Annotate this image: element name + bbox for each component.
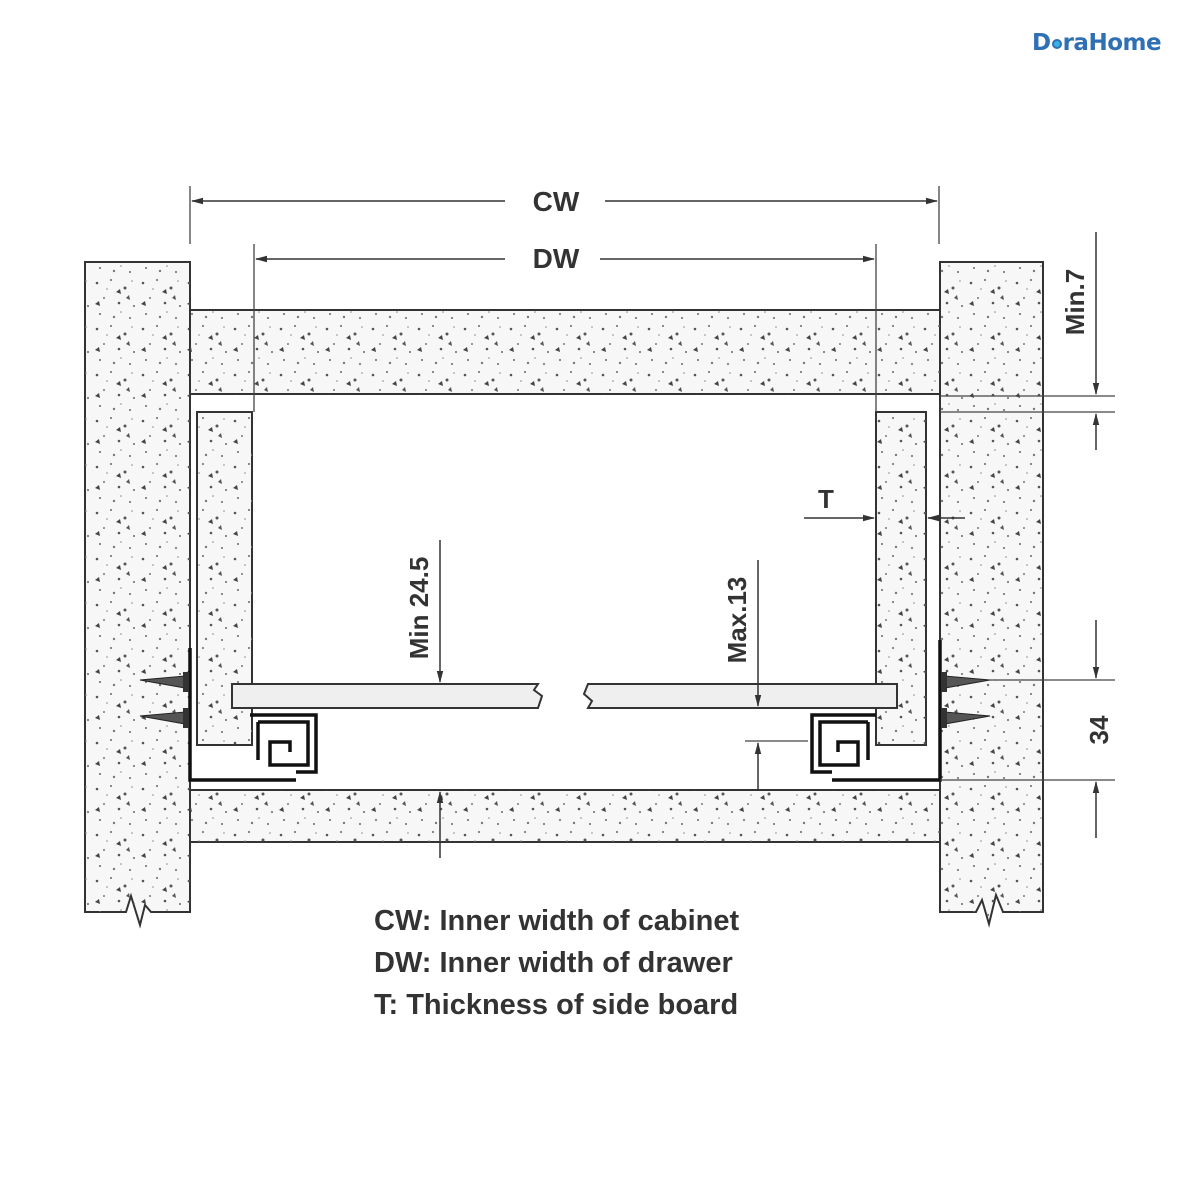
min-7-dimension: Min.7 — [1060, 232, 1100, 450]
drawer-bottom-board — [231, 683, 898, 709]
left-runner-rail — [188, 648, 318, 782]
cw-dimension: CW — [191, 186, 938, 217]
max-13-label: Max.13 — [722, 577, 752, 664]
logo-text-end: raHome — [1062, 30, 1162, 56]
legend-item-cw: CW: Inner width of cabinet — [374, 905, 740, 937]
min-24-5-label: Min 24.5 — [404, 557, 434, 660]
rail-height-34-dimension: 34 — [1084, 620, 1114, 838]
t-dimension: T — [804, 484, 965, 522]
top-panel — [189, 309, 941, 395]
min-7-label: Min.7 — [1060, 269, 1090, 335]
cabinet-left-wall — [84, 261, 191, 929]
cabinet-right-wall — [939, 261, 1044, 928]
legend: CW: Inner width of cabinet DW: Inner wid… — [374, 900, 739, 1026]
dw-dimension: DW — [255, 243, 875, 274]
left-screws — [139, 672, 189, 728]
t-label: T — [818, 484, 834, 514]
logo-text-start: D — [1032, 30, 1051, 56]
right-screws — [941, 672, 991, 728]
dw-label: DW — [533, 243, 580, 274]
bottom-panel — [189, 789, 941, 843]
legend-item-t: T: Thickness of side board — [374, 989, 739, 1021]
legend-item-dw: DW: Inner width of drawer — [374, 947, 733, 979]
extension-lines — [189, 186, 1115, 781]
rail-height-label: 34 — [1084, 715, 1114, 744]
cw-label: CW — [533, 186, 580, 217]
min-24-5-dimension: Min 24.5 — [404, 540, 444, 858]
max-13-dimension: Max.13 — [722, 560, 762, 790]
water-drop-icon — [1051, 39, 1062, 49]
